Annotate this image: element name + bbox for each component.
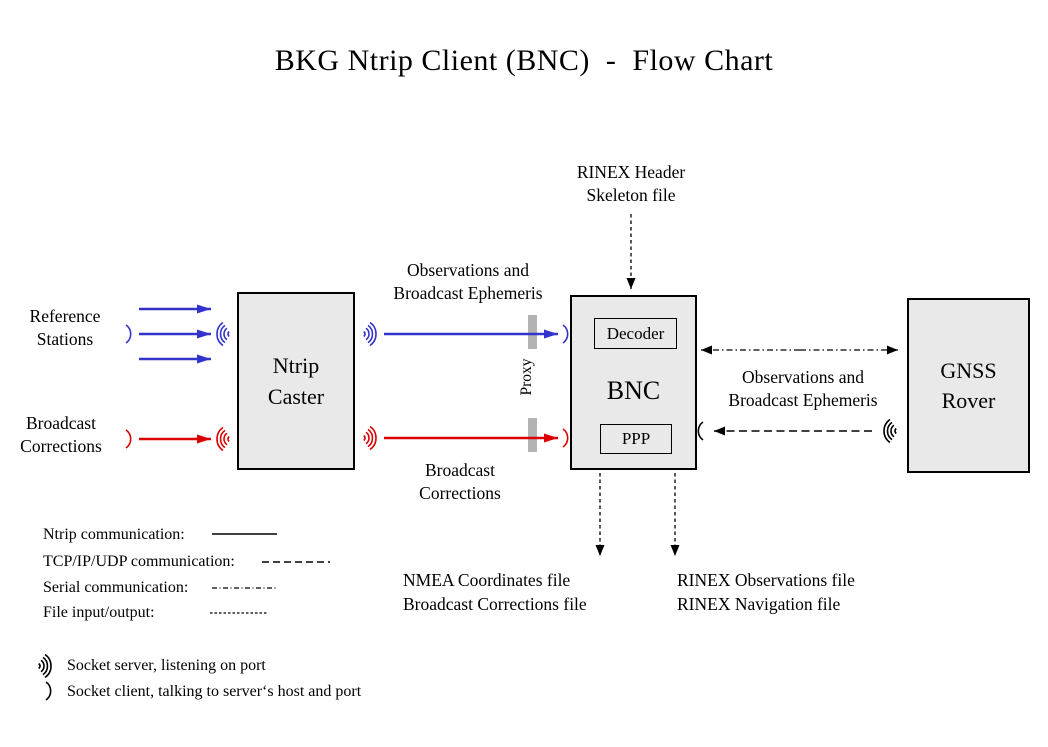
label-broadcast-corrections-mid-line1: Broadcast bbox=[425, 460, 495, 480]
socket-client-legend-icon bbox=[45, 681, 52, 701]
label-rinex-outputs-line2: RINEX Navigation file bbox=[677, 594, 841, 614]
label-observations-ephemeris-top-line2: Broadcast Ephemeris bbox=[393, 283, 543, 303]
ntrip-caster-label-line2: Caster bbox=[267, 384, 325, 409]
label-rinex-header-line2: Skeleton file bbox=[586, 185, 676, 205]
socket-client-icon-reference bbox=[125, 324, 132, 344]
node-decoder: Decoder bbox=[594, 318, 677, 349]
socket-server-icon-caster-out-corr bbox=[362, 425, 377, 451]
label-rinex-header-skeleton: RINEX Header Skeleton file bbox=[531, 161, 731, 207]
label-observations-ephemeris-right-line1: Observations and bbox=[742, 367, 864, 387]
socket-server-icon-rover bbox=[883, 418, 898, 444]
socket-client-icon-bnc-corr bbox=[562, 428, 569, 448]
socket-server-icon-caster-in-corr bbox=[216, 426, 231, 452]
socket-client-icon-bnc-obs bbox=[562, 324, 569, 344]
label-nmea-outputs: NMEA Coordinates file Broadcast Correcti… bbox=[403, 568, 663, 616]
legend-socket-client-label: Socket client, talking to server‘s host … bbox=[67, 683, 362, 700]
proxy-bar-top bbox=[528, 315, 537, 349]
label-observations-ephemeris-top: Observations and Broadcast Ephemeris bbox=[368, 259, 568, 305]
decoder-label: Decoder bbox=[606, 323, 665, 343]
label-broadcast-corrections-mid: Broadcast Corrections bbox=[360, 459, 560, 505]
arrows-corrections bbox=[139, 433, 558, 444]
node-gnss-rover: GNSS Rover bbox=[907, 298, 1030, 473]
proxy-bar-bottom bbox=[528, 418, 537, 452]
label-rinex-outputs-line1: RINEX Observations file bbox=[677, 570, 855, 590]
arrows-file-io bbox=[595, 214, 680, 556]
label-nmea-outputs-line2: Broadcast Corrections file bbox=[403, 594, 587, 614]
ntrip-caster-label-line1: Ntrip bbox=[272, 353, 320, 378]
bnc-label: BNC bbox=[606, 376, 661, 405]
label-observations-ephemeris-top-line1: Observations and bbox=[407, 260, 529, 280]
label-broadcast-corrections-input-line1: Broadcast bbox=[26, 413, 96, 433]
socket-server-legend-icon bbox=[37, 653, 52, 679]
node-bnc: Decoder BNC PPP bbox=[570, 295, 697, 470]
label-rinex-outputs: RINEX Observations file RINEX Navigation… bbox=[677, 568, 937, 616]
label-nmea-outputs-line1: NMEA Coordinates file bbox=[403, 570, 571, 590]
socket-server-icon-caster-in-obs bbox=[216, 321, 231, 347]
node-ppp: PPP bbox=[600, 424, 672, 454]
legend-serial-label: Serial communication: bbox=[43, 579, 189, 596]
gnss-rover-label-line1: GNSS bbox=[940, 357, 997, 383]
legend-tcp-label: TCP/IP/UDP communication: bbox=[43, 553, 235, 570]
page-title: BKG Ntrip Client (BNC) - Flow Chart bbox=[274, 44, 774, 77]
legend-socket-server-label: Socket server, listening on port bbox=[67, 657, 266, 674]
socket-client-icon-bnc-tcp bbox=[697, 421, 704, 441]
legend-ntrip-label: Ntrip communication: bbox=[43, 526, 185, 543]
node-ntrip-caster: Ntrip Caster bbox=[237, 292, 355, 470]
label-reference-stations-line2: Stations bbox=[36, 328, 94, 349]
label-observations-ephemeris-right: Observations and Broadcast Ephemeris bbox=[703, 366, 903, 412]
arrows-reference-to-caster bbox=[139, 304, 558, 364]
label-broadcast-corrections-mid-line2: Corrections bbox=[419, 483, 501, 503]
label-broadcast-corrections-input-line2: Corrections bbox=[20, 435, 102, 456]
label-reference-stations-line1: Reference bbox=[29, 306, 101, 326]
label-observations-ephemeris-right-line2: Broadcast Ephemeris bbox=[728, 390, 878, 410]
gnss-rover-label-line2: Rover bbox=[941, 387, 996, 413]
label-broadcast-corrections-input: Broadcast Corrections bbox=[2, 412, 120, 457]
socket-server-icon-caster-out-obs bbox=[362, 321, 377, 347]
label-rinex-header-line1: RINEX Header bbox=[576, 162, 686, 182]
legend-line-samples bbox=[210, 533, 330, 614]
ppp-label: PPP bbox=[621, 429, 651, 448]
socket-client-icon-corrections bbox=[125, 429, 132, 449]
label-reference-stations: Reference Stations bbox=[6, 305, 124, 350]
legend-file-label: File input/output: bbox=[43, 604, 155, 621]
